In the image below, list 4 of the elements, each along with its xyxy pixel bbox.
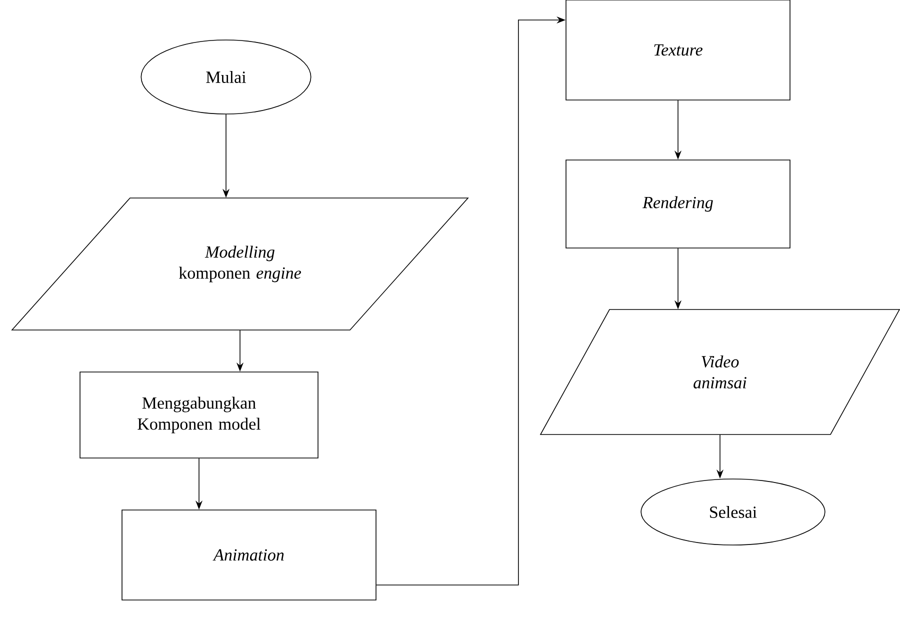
process-box: Rendering [566, 160, 790, 248]
process-box: Menggabungkan Komponen model [80, 372, 318, 458]
process-box: Animation [122, 510, 376, 600]
process-box: Texture [566, 0, 790, 100]
